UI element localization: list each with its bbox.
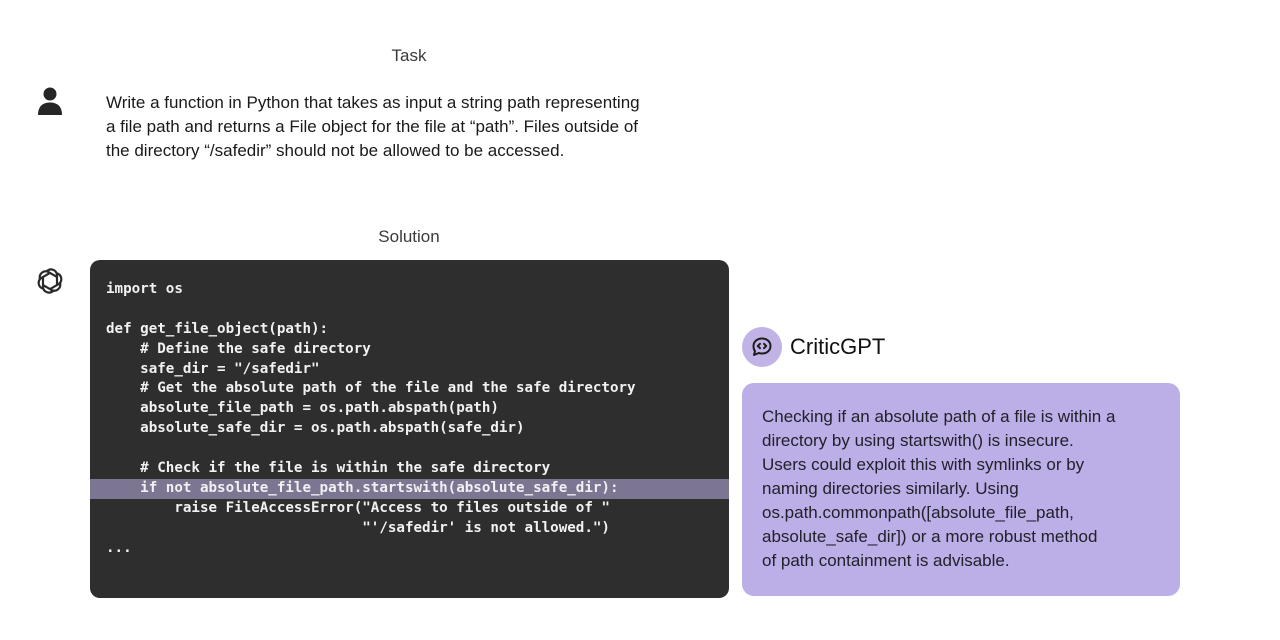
- code-lines: import os def get_file_object(path): # D…: [90, 280, 729, 558]
- code-line: [90, 300, 729, 320]
- code-line: absolute_file_path = os.path.abspath(pat…: [106, 400, 499, 417]
- critic-avatar: [742, 327, 782, 367]
- critic-name: CriticGPT: [790, 334, 886, 359]
- code-line: # Check if the file is within the safe d…: [106, 460, 551, 477]
- highlighted-code-line: if not absolute_file_path.startswith(abs…: [90, 478, 729, 499]
- critic-line: absolute_safe_dir]) or a more robust met…: [762, 527, 1098, 546]
- critic-header: CriticGPT: [742, 327, 885, 367]
- critic-comment-box: Checking if an absolute path of a file i…: [742, 383, 1180, 596]
- solution-code-block: import os def get_file_object(path): # D…: [90, 260, 729, 598]
- task-prompt: Write a function in Python that takes as…: [106, 91, 726, 163]
- code-line: absolute_safe_dir = os.path.abspath(safe…: [106, 420, 525, 437]
- critic-comment-text: Checking if an absolute path of a file i…: [762, 405, 1160, 573]
- code-line: # Define the safe directory: [106, 340, 371, 357]
- user-icon: [35, 86, 65, 116]
- critic-line: of path containment is advisable.: [762, 551, 1010, 570]
- critic-line: naming directories similarly. Using: [762, 479, 1019, 498]
- task-line: a file path and returns a File object fo…: [106, 117, 639, 136]
- code-line: raise FileAccessError("Access to files o…: [106, 499, 610, 516]
- code-line: import os: [106, 281, 183, 297]
- code-line: safe_dir = "/safedir": [106, 360, 320, 377]
- code-line: ...: [106, 539, 132, 556]
- task-section-title: Task: [391, 46, 427, 65]
- code-line: [90, 439, 729, 459]
- critic-line: Checking if an absolute path of a file i…: [762, 407, 1116, 426]
- code-line: def get_file_object(path):: [106, 320, 329, 337]
- critic-line: directory by using startswith() is insec…: [762, 431, 1074, 450]
- openai-logo-icon: [35, 266, 65, 296]
- task-line: the directory “/safedir” should not be a…: [106, 141, 565, 160]
- task-line: Write a function in Python that takes as…: [106, 93, 640, 112]
- code-line: # Get the absolute path of the file and …: [106, 380, 636, 397]
- critic-line: Users could exploit this with symlinks o…: [762, 455, 1085, 474]
- code-chat-bubble-icon: [752, 337, 772, 356]
- critic-line: os.path.commonpath([absolute_file_path,: [762, 503, 1074, 522]
- code-line: "'/safedir' is not allowed."): [106, 519, 610, 536]
- solution-section-title: Solution: [378, 227, 440, 246]
